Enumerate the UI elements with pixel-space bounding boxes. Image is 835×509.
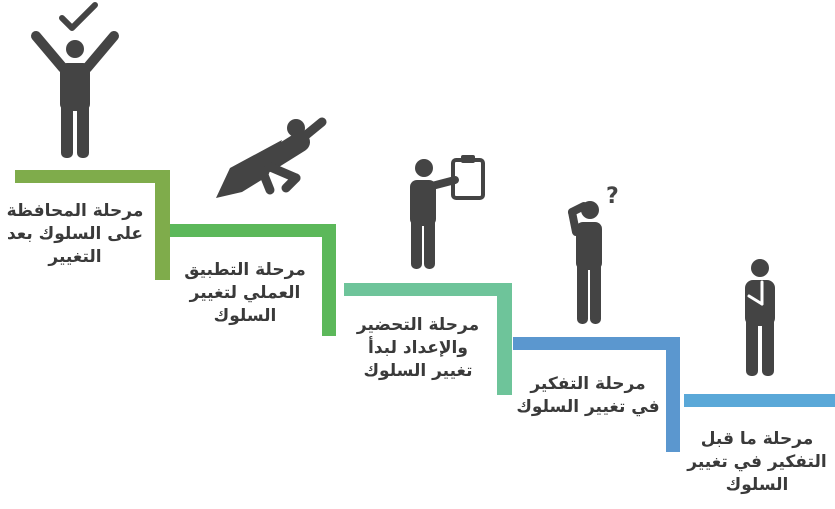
- stage-label-line: التغيير: [48, 247, 102, 267]
- stage-label-line: على السلوك بعد: [6, 224, 144, 244]
- stage-label-precontemplation: مرحلة ما قبل التفكير في تغيير السلوك: [679, 428, 835, 497]
- stair-step-action: [170, 224, 336, 336]
- stage-label-preparation: مرحلة التحضير والإعداد لبدأ تغيير السلوك: [342, 314, 494, 383]
- stage-label-line: مرحلة التفكير: [530, 374, 646, 394]
- person-thinking-icon: [745, 259, 775, 376]
- stage-label-line: مرحلة التطبيق: [184, 260, 306, 280]
- svg-text:?: ?: [606, 184, 619, 209]
- stair-step-preparation: [344, 283, 512, 395]
- stage-label-line: التفكير في تغيير: [687, 452, 827, 472]
- stage-label-line: السلوك: [725, 475, 789, 495]
- stage-label-line: في تغيير السلوك: [516, 397, 660, 417]
- stage-label-contemplation: مرحلة التفكير في تغيير السلوك: [508, 373, 668, 419]
- stage-label-line: مرحلة ما قبل: [700, 429, 814, 449]
- stage-label-maintenance: مرحلة المحافظة على السلوك بعد التغيير: [0, 200, 150, 269]
- stage-label-line: مرحلة المحافظة: [6, 201, 144, 221]
- stage-label-line: والإعداد لبدأ: [368, 338, 468, 358]
- stage-label-line: العملي لتغيير: [189, 283, 301, 303]
- person-holding-clipboard-icon: [410, 155, 485, 269]
- stage-label-line: تغيير السلوك: [363, 361, 473, 381]
- stage-label-action: مرحلة التطبيق العملي لتغيير السلوك: [170, 259, 320, 328]
- stage-label-line: السلوك: [213, 306, 277, 326]
- stage-label-line: مرحلة التحضير: [356, 315, 480, 335]
- person-flying-cape-icon: [216, 117, 327, 198]
- stair-step-maintenance: [15, 170, 170, 280]
- person-arms-raised-checkmark-icon: [31, 2, 119, 158]
- stair-step-precontemplation: [684, 394, 835, 407]
- person-question-mark-icon: ?: [568, 184, 619, 324]
- stair-step-contemplation: [513, 337, 680, 452]
